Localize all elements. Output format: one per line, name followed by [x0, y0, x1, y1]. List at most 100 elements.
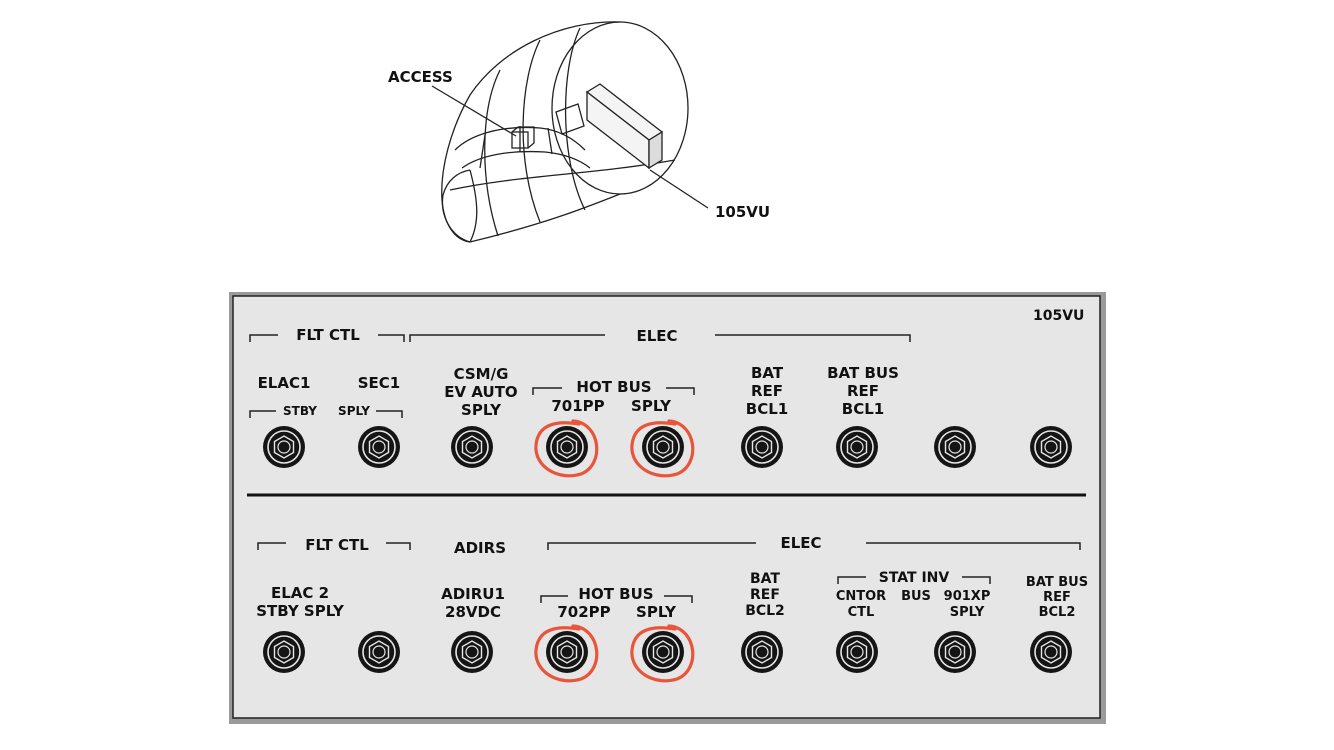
breaker-ring — [840, 430, 874, 464]
cb-top-1-label: ELAC1 — [258, 374, 311, 392]
bottom-elec-bracket-right — [866, 542, 1081, 550]
panel-id-label: 105VU — [1033, 308, 1084, 324]
breaker-button — [560, 440, 574, 454]
nose-cone — [441, 169, 471, 243]
bottom-elec-label: ELEC — [780, 534, 821, 552]
fuselage-top-outline — [441, 21, 621, 243]
fuselage-frame-1 — [522, 39, 541, 223]
cb-bottom-1-label-2: STBY SPLY — [256, 602, 345, 620]
bulkhead-panel — [555, 103, 585, 135]
cb-bottom-5-breaker[interactable] — [642, 631, 684, 673]
cb-bottom-3-breaker[interactable] — [451, 631, 493, 673]
cb-top-3-label-2: EV AUTO — [444, 383, 517, 401]
cb-bottom-2-breaker[interactable] — [358, 631, 400, 673]
cb-bottom-9-label-1: BAT BUS — [1026, 575, 1088, 590]
breaker-button — [277, 440, 291, 454]
panel-leader-line — [649, 169, 709, 209]
cb-top-4-label: 701PP — [551, 397, 604, 415]
cb-bottom-3-label-1: ADIRU1 — [441, 585, 505, 603]
bottom-hotbus-bracket-left — [540, 595, 568, 603]
cb-top-1-breaker[interactable] — [263, 426, 305, 468]
cb-bottom-8-label-1: 901XP — [944, 589, 991, 604]
cb-bottom-4-highlight-circle — [534, 624, 599, 683]
cb-bottom-4-breaker[interactable] — [546, 631, 588, 673]
breaker-button — [277, 645, 291, 659]
cockpit-window-bottom — [461, 150, 591, 169]
fuselage-frame-2 — [564, 27, 586, 211]
cb-bottom-9-breaker[interactable] — [1030, 631, 1072, 673]
cb-top-2-breaker[interactable] — [358, 426, 400, 468]
breaker-ring — [267, 635, 301, 669]
breaker-button — [465, 645, 479, 659]
cb-bottom-6-label-1: BAT — [750, 571, 780, 587]
access-door — [511, 131, 529, 149]
bottom-hotbus-bracket-right — [664, 595, 693, 603]
top-elec-label: ELEC — [636, 327, 677, 345]
cockpit-window-top — [454, 126, 586, 151]
cb-bottom-6-breaker[interactable] — [741, 631, 783, 673]
window-post-3 — [547, 127, 553, 155]
top-sply-label: SPLY — [338, 404, 370, 418]
breaker-button — [656, 440, 670, 454]
fuselage-longeron — [449, 159, 676, 191]
cb-bottom-3-label-2: 28VDC — [445, 603, 501, 621]
breaker-ring — [840, 635, 874, 669]
breaker-ring — [550, 635, 584, 669]
cb-bottom-7-label-2: CTL — [848, 605, 875, 620]
breaker-button — [850, 440, 864, 454]
breaker-ring — [455, 430, 489, 464]
breaker-button — [948, 440, 962, 454]
cb-top-9-breaker[interactable] — [1030, 426, 1072, 468]
cb-top-7-label-1: BAT BUS — [827, 364, 899, 382]
top-stby-label: STBY — [283, 404, 317, 418]
access-label: ACCESS — [388, 68, 453, 86]
cb-bottom-5-highlight-circle — [630, 624, 695, 683]
breaker-ring — [550, 430, 584, 464]
breaker-button — [372, 440, 386, 454]
cb-top-8-breaker[interactable] — [934, 426, 976, 468]
breaker-ring — [745, 430, 779, 464]
cb-top-7-breaker[interactable] — [836, 426, 878, 468]
access-door-depth — [511, 126, 535, 149]
breaker-ring — [938, 635, 972, 669]
top-fltctl-bracket-left — [249, 334, 278, 342]
panel-105vu: 105VU FLT CTL ELEC STBY SPLY HOT BUS ELA… — [229, 292, 1106, 724]
breaker-button — [560, 645, 574, 659]
breaker-button — [755, 440, 769, 454]
bottom-statinv-bracket-left — [837, 576, 866, 584]
panel-105vu-side — [648, 130, 663, 170]
cb-bottom-7-breaker[interactable] — [836, 631, 878, 673]
cb-top-7-label-3: BCL1 — [842, 400, 884, 418]
breaker-ring — [938, 430, 972, 464]
bottom-fltctl-bracket-left — [257, 542, 286, 550]
cb-top-4-breaker[interactable] — [546, 426, 588, 468]
cb-bottom-7-label-1: CNTOR — [836, 589, 886, 604]
aircraft-nose-illustration: ACCESS 105VU — [388, 21, 770, 243]
breaker-button — [465, 440, 479, 454]
cb-bottom-1-label-1: ELAC 2 — [271, 584, 329, 602]
top-hotbus-label: HOT BUS — [576, 378, 651, 396]
cb-top-7-label-2: REF — [847, 382, 879, 400]
bottom-breaker-row — [263, 631, 1072, 673]
cb-bottom-6-label-3: BCL2 — [745, 603, 785, 619]
cb-top-2-label: SEC1 — [358, 374, 401, 392]
cb-top-6-label-1: BAT — [751, 364, 784, 382]
bottom-statinv-bracket-right — [962, 576, 991, 584]
cb-top-3-breaker[interactable] — [451, 426, 493, 468]
bottom-statinv-label: STAT INV — [879, 570, 950, 586]
cb-bottom-1-breaker[interactable] — [263, 631, 305, 673]
cb-top-5-breaker[interactable] — [642, 426, 684, 468]
nose-cone-seam — [469, 169, 478, 243]
cb-top-6-breaker[interactable] — [741, 426, 783, 468]
top-breaker-row — [263, 426, 1072, 468]
breaker-ring — [646, 635, 680, 669]
fuselage-bottom-outline — [469, 193, 621, 243]
breaker-ring — [745, 635, 779, 669]
breaker-ring — [646, 430, 680, 464]
breaker-button — [1044, 645, 1058, 659]
bottom-fltctl-label: FLT CTL — [305, 536, 369, 554]
cb-bottom-8-breaker[interactable] — [934, 631, 976, 673]
breaker-ring — [1034, 430, 1068, 464]
cb-top-4-highlight-circle — [534, 419, 599, 478]
